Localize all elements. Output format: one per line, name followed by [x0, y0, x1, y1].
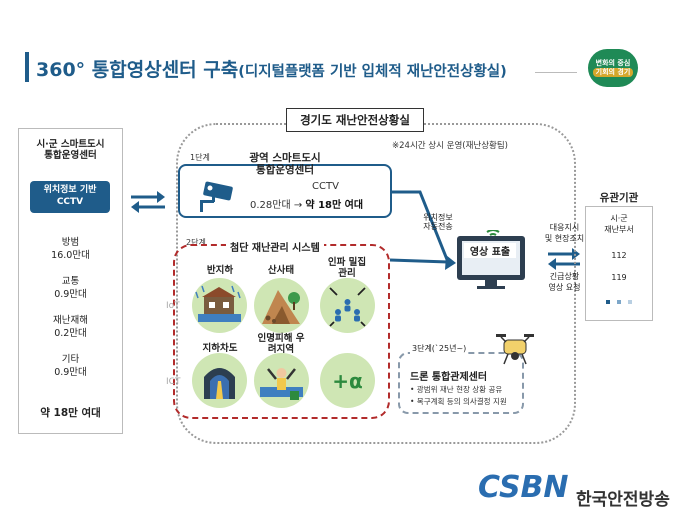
city-center-heading: 시·군 스마트도시 통합운영센터: [18, 139, 123, 162]
metro-title-1: 광역 스마트도시: [243, 152, 327, 164]
cctv-before: 0.28만대 →: [250, 200, 306, 211]
pill-line2: CCTV: [56, 197, 84, 207]
metro-title-2: 통합운영센터: [256, 164, 314, 177]
page-title: 360° 통합영상센터 구축(디지털플랫폼 기반 입체적 재난안전상황실): [36, 55, 507, 82]
title-subtitle: (디지털플랫폼 기반 입체적 재난안전상황실): [238, 64, 507, 80]
step1-label: 1단계: [190, 153, 210, 162]
monitor-icon: [457, 230, 525, 289]
disaster-system-title: 첨단 재난관리 시스템: [226, 239, 324, 254]
agencies-box: [585, 206, 653, 321]
left-total: 약 18만 여대: [40, 407, 101, 419]
step3-label: 3단계(`25년~): [410, 343, 469, 354]
stat-label: 방범: [61, 237, 80, 248]
stat-value: 0.2만대: [54, 328, 87, 340]
category-casualty: 인명피해 우려지역: [245, 333, 317, 356]
request-line1: 긴급상황: [549, 272, 580, 281]
stat-disaster: 재난재해 0.2만대: [18, 314, 123, 341]
step2-label: 2단계: [186, 238, 206, 247]
stat-other: 기타 0.9만대: [18, 353, 123, 380]
transfer-line2: 자동전송: [423, 222, 453, 232]
casualty-icon: [254, 353, 309, 408]
broadcaster-name: 한국안전방송: [576, 490, 670, 510]
csbn-logo: CSBN: [478, 470, 569, 505]
transfer-line1: 위치정보: [423, 213, 453, 222]
metro-cctv-label: CCTV: [312, 181, 339, 192]
situation-room-title: 경기도 재난안전상황실: [286, 108, 424, 132]
metro-cctv-box: [178, 164, 392, 218]
stat-value: 16.0만대: [51, 250, 90, 262]
drone-bullet-1: • 광범위 재난 현장 상황 공유: [410, 385, 503, 394]
request-line2: 영상 요청: [548, 282, 581, 292]
category-crowd: 인파 밀집관리: [311, 257, 383, 280]
drone-center-box: [398, 352, 524, 414]
stat-label: 재난재해: [53, 315, 88, 326]
agency-112: 112: [611, 251, 627, 260]
operation-note: ※24시간 상시 운영(재난상황팀): [392, 141, 508, 151]
agency-city-1: 시·군: [610, 214, 628, 223]
underpass-icon: [192, 353, 247, 408]
title-main: 360° 통합영상센터 구축: [36, 59, 239, 81]
slogan-badge: 변화의 중심 기회의 경기: [588, 49, 638, 87]
semibasement-icon: [192, 278, 247, 333]
ict-label: ICT: [166, 377, 181, 387]
category-underpass: 지하차도: [202, 343, 238, 354]
drone-icon: [496, 334, 534, 365]
city-center-box: [18, 128, 123, 434]
casualty-label: 인명피해 우려지역: [257, 333, 305, 355]
request-label: 긴급상황 영상 요청: [537, 272, 592, 294]
agency-city: 시·군 재난부서: [585, 214, 653, 236]
iot-label: IoT: [166, 301, 180, 311]
badge-line2: 기회의 경기: [592, 68, 634, 77]
crowd-icon: [320, 278, 375, 333]
badge-line1: 변화의 중심: [595, 59, 631, 68]
stat-crime: 방범 16.0만대: [18, 236, 123, 263]
agency-city-2: 재난부서: [604, 224, 634, 234]
landslide-icon: [254, 278, 309, 333]
location-cctv-pill: 위치정보 기반 CCTV: [30, 181, 110, 213]
agency-119: 119: [611, 273, 627, 282]
metro-cctv-count: 0.28만대 → 약 18만 여대: [250, 196, 363, 211]
stat-value: 0.9만대: [54, 367, 87, 379]
response-label: 대응지시 및 현장조치: [537, 223, 592, 245]
title-divider: [535, 72, 577, 73]
stat-value: 0.9만대: [54, 289, 87, 301]
cctv-camera-icon: [200, 181, 233, 212]
response-line1: 대응지시: [549, 223, 580, 232]
agencies-heading: 유관기관: [599, 192, 639, 204]
city-center-heading-2: 통합운영센터: [44, 149, 97, 161]
metro-center-title: 광역 스마트도시 통합운영센터: [178, 152, 392, 176]
stat-label: 교통: [61, 276, 80, 287]
left-double-arrow: [131, 191, 165, 213]
category-landslide: 산사태: [267, 265, 295, 276]
category-semibasement: 반지하: [206, 265, 234, 276]
more-dots-icon: [606, 300, 632, 304]
city-center-heading-1: 시·군 스마트도시: [36, 139, 105, 150]
display-label: 영상 표출: [464, 243, 516, 258]
svg-text:CSBN: CSBN: [478, 470, 569, 505]
cctv-after: 약 18만 여대: [305, 200, 364, 211]
cctv-to-monitor-arrow: [392, 190, 450, 263]
drone-center-title: 드론 통합관제센터: [410, 372, 488, 383]
plus-alpha-icon: +α: [320, 353, 375, 408]
response-line2: 및 현장조치: [544, 233, 585, 243]
auto-transfer-label: 위치정보 자동전송: [416, 213, 460, 231]
drone-bullet-2: • 복구계획 등의 의사결정 지원: [410, 397, 507, 406]
stat-label: 기타: [61, 354, 80, 365]
pill-line1: 위치정보 기반: [43, 185, 97, 196]
crowd-label: 인파 밀집관리: [327, 257, 367, 280]
stat-traffic: 교통 0.9만대: [18, 275, 123, 302]
system-to-monitor-arrow: [389, 258, 449, 264]
title-accent-bar: [25, 52, 29, 82]
